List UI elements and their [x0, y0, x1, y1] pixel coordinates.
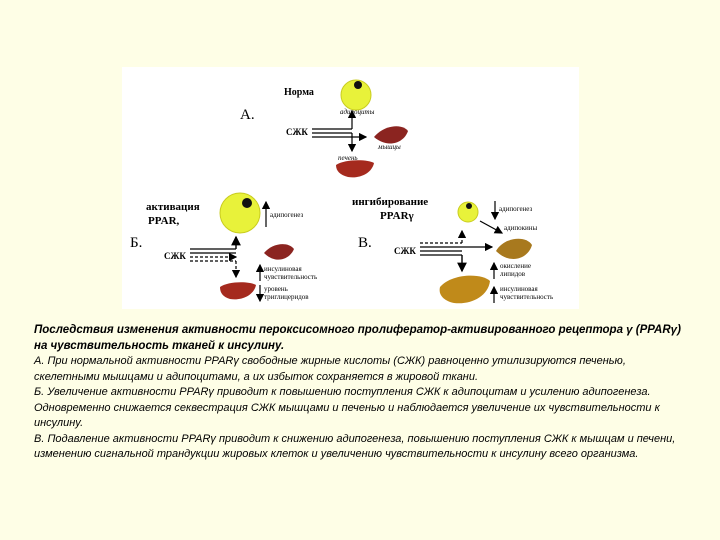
- panel-c-letter: В.: [358, 235, 372, 251]
- oxidation-label-c-2: липидов: [500, 270, 526, 278]
- caption-heading: Последствия изменения активности перокси…: [34, 324, 681, 352]
- adipokines-arrow-c: [479, 220, 504, 234]
- panel-b-title-1: активация: [146, 201, 200, 213]
- caption-para-a: А. При нормальной активности PPARγ свобо…: [34, 355, 626, 383]
- ppar-diagram: А. Норма адипоциты СЖК мышцы печень акти…: [122, 67, 579, 309]
- panel-a-title: Норма: [284, 87, 314, 98]
- adipogenesis-label-c: адипогенез: [499, 205, 532, 213]
- panel-a-letter: А.: [240, 107, 255, 123]
- insulin-sens-b-1: инсулиновая: [264, 265, 303, 273]
- ffa-label-a: СЖК: [286, 127, 308, 137]
- adipocyte-nucleus-icon: [354, 81, 362, 89]
- adipocyte-small-icon: [457, 201, 479, 223]
- insulin-sens-c-2: чувствительность: [500, 293, 553, 301]
- liver-icon: [336, 160, 374, 178]
- muscle-icon: [374, 126, 408, 144]
- adipocyte-large-nucleus-icon: [242, 198, 252, 208]
- caption-para-c: В. Подавление активности PPARγ приводит …: [34, 432, 676, 461]
- trig-label-b-2: триглицеридов: [264, 293, 309, 301]
- caption-para-b: Б. Увеличение активности PPARγ приводит …: [34, 386, 660, 429]
- panel-c-title-1: ингибирование: [352, 196, 428, 208]
- panel-b-letter: Б.: [130, 235, 142, 251]
- panel-b-title-2: PPAR,: [148, 215, 180, 227]
- caption: Последствия изменения активности перокси…: [34, 323, 694, 463]
- muscle-c-icon: [496, 238, 532, 259]
- panel-a: А. Норма адипоциты СЖК мышцы печень: [240, 79, 408, 178]
- adipocytes-label: адипоциты: [340, 108, 375, 116]
- ffa-label-b: СЖК: [164, 251, 186, 261]
- trig-label-b-1: уровень: [264, 285, 288, 293]
- adipogenesis-label-b: адипогенез: [270, 211, 303, 219]
- panel-c: ингибирование PPARγ адипогенез адипокины…: [352, 196, 553, 304]
- muscle-b-icon: [264, 244, 294, 260]
- adipocyte-small-nucleus-icon: [466, 203, 472, 209]
- ffa-label-c: СЖК: [394, 246, 416, 256]
- liver-c-icon: [439, 275, 490, 304]
- liver-b-icon: [220, 282, 256, 300]
- insulin-sens-b-2: чувствительность: [264, 273, 317, 281]
- muscles-label: мышцы: [377, 143, 401, 151]
- liver-label: печень: [338, 154, 358, 162]
- insulin-sens-c-1: инсулиновая: [500, 285, 539, 293]
- panel-c-title-2: PPARγ: [380, 210, 414, 222]
- adipocyte-large-icon: [219, 192, 261, 234]
- panel-b: активация PPAR, адипогенез Б. СЖК инсули…: [130, 192, 317, 303]
- oxidation-label-c-1: окисление: [500, 262, 531, 270]
- adipokines-label-c: адипокины: [504, 224, 538, 232]
